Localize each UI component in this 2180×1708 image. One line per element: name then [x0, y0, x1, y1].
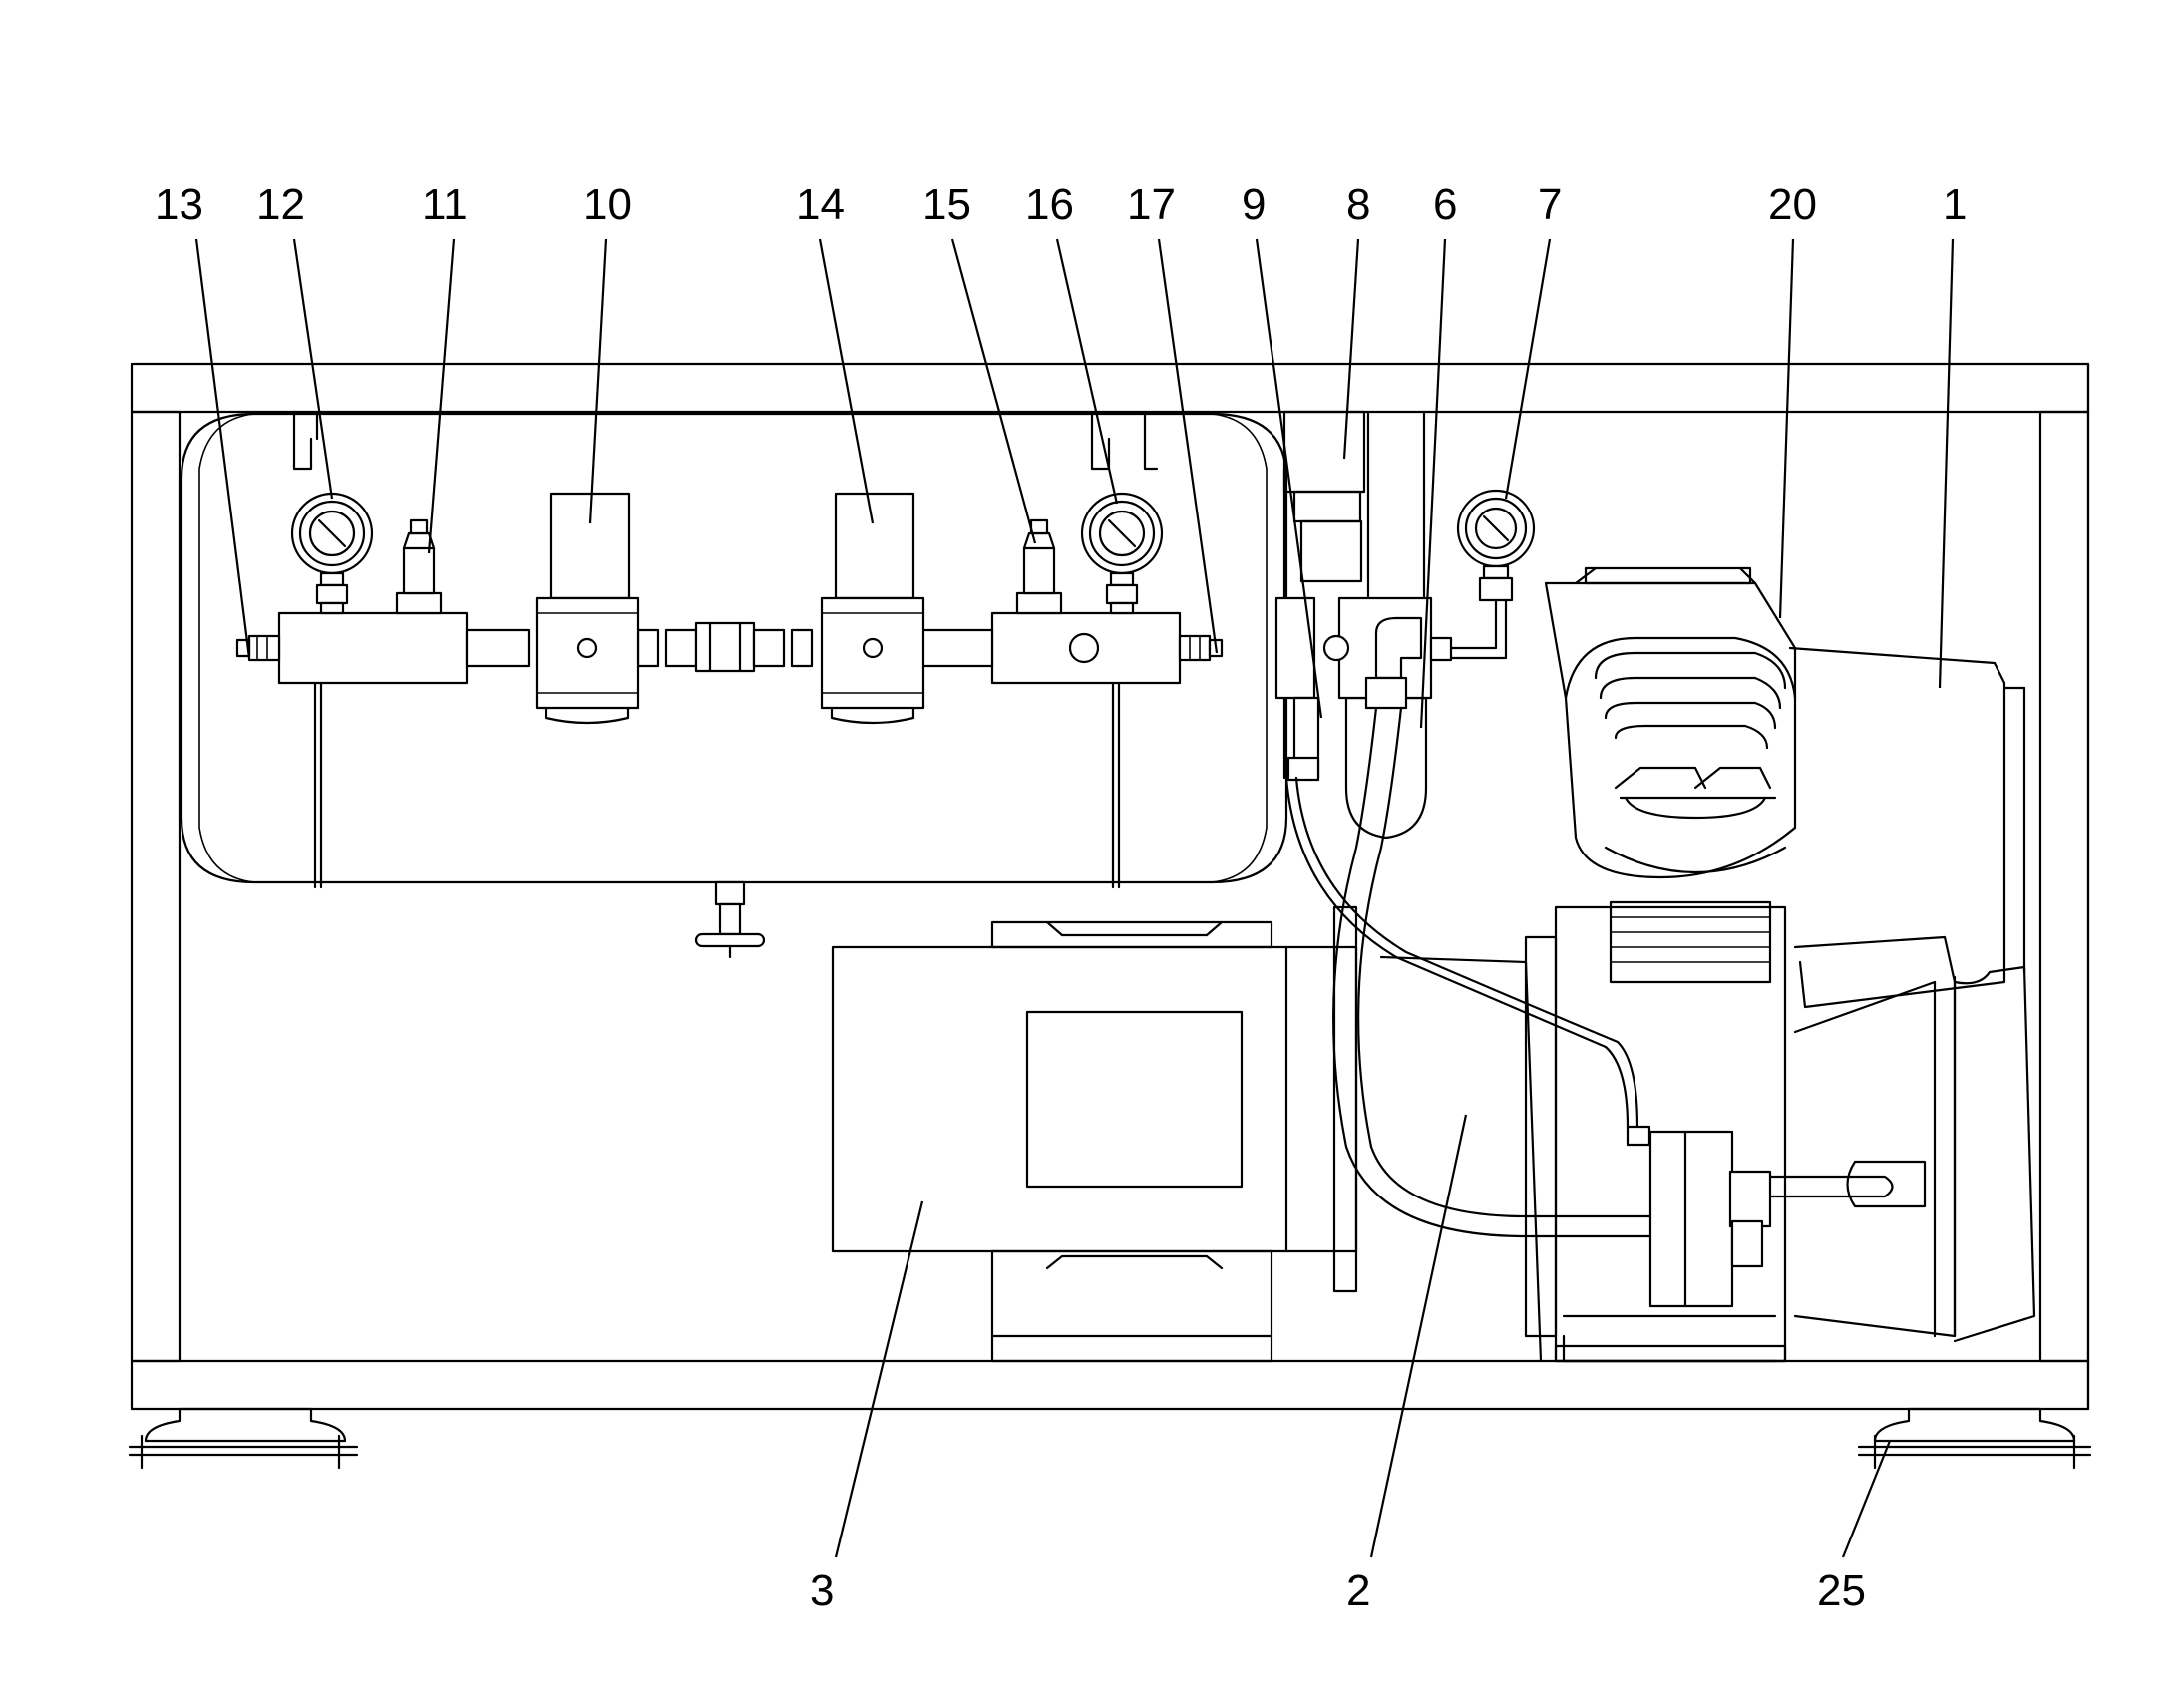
leader-20 — [1778, 238, 1795, 619]
callout-25: 25 — [1817, 1566, 1866, 1615]
leader-7 — [1504, 238, 1552, 500]
callout-3: 3 — [810, 1566, 834, 1615]
callout-13: 13 — [155, 180, 203, 229]
callout-11: 11 — [422, 180, 468, 229]
safety-valve-11 — [395, 518, 443, 615]
callout-6: 6 — [1433, 180, 1457, 229]
pressure-gauge-16 — [1080, 492, 1164, 615]
leader-9 — [1255, 238, 1323, 719]
unloader-valve-assembly — [1274, 410, 1536, 840]
callout-labels: 13 12 11 10 14 15 16 17 9 8 6 7 20 1 3 2… — [155, 180, 1967, 1615]
callout-17: 17 — [1127, 180, 1176, 229]
callout-8: 8 — [1346, 180, 1370, 229]
leader-13 — [194, 238, 251, 659]
leader-14 — [818, 238, 875, 524]
filter-regulator-14 — [820, 492, 925, 725]
levelling-foot-left — [128, 1407, 359, 1470]
manifold-pipe — [235, 611, 1224, 685]
pressure-gauge-12 — [290, 492, 374, 615]
leader-3 — [834, 1200, 924, 1558]
safety-valve-15 — [1015, 518, 1063, 615]
callout-9: 9 — [1242, 180, 1266, 229]
leader-11 — [427, 238, 456, 554]
leader-25 — [1841, 1440, 1892, 1558]
leader-12 — [292, 238, 334, 500]
compressor-pump-2 — [1379, 900, 1927, 1363]
leader-16 — [1055, 238, 1119, 505]
callout-2: 2 — [1346, 1566, 1370, 1615]
electric-motor-3 — [831, 905, 1358, 1363]
callout-14: 14 — [796, 180, 845, 229]
callout-1: 1 — [1943, 180, 1967, 229]
leader-15 — [950, 238, 1037, 544]
leader-6 — [1419, 238, 1447, 729]
leader-2 — [1369, 1114, 1468, 1558]
air-receiver-tank — [180, 410, 1288, 959]
callout-12: 12 — [256, 180, 305, 229]
leader-17 — [1157, 238, 1219, 654]
hoses — [1284, 706, 1657, 1238]
callout-15: 15 — [922, 180, 971, 229]
levelling-foot-right — [1857, 1407, 2092, 1470]
filter-regulator-10 — [535, 492, 640, 725]
leader-8 — [1342, 238, 1360, 460]
callout-7: 7 — [1538, 180, 1562, 229]
cooling-fan-20 — [1544, 566, 1797, 879]
callout-16: 16 — [1025, 180, 1074, 229]
leader-1 — [1938, 238, 1955, 689]
belt-guard-1 — [1788, 646, 2036, 1343]
leader-lines — [194, 238, 1955, 1558]
leader-10 — [588, 238, 608, 524]
callout-10: 10 — [583, 180, 632, 229]
callout-20: 20 — [1768, 180, 1817, 229]
